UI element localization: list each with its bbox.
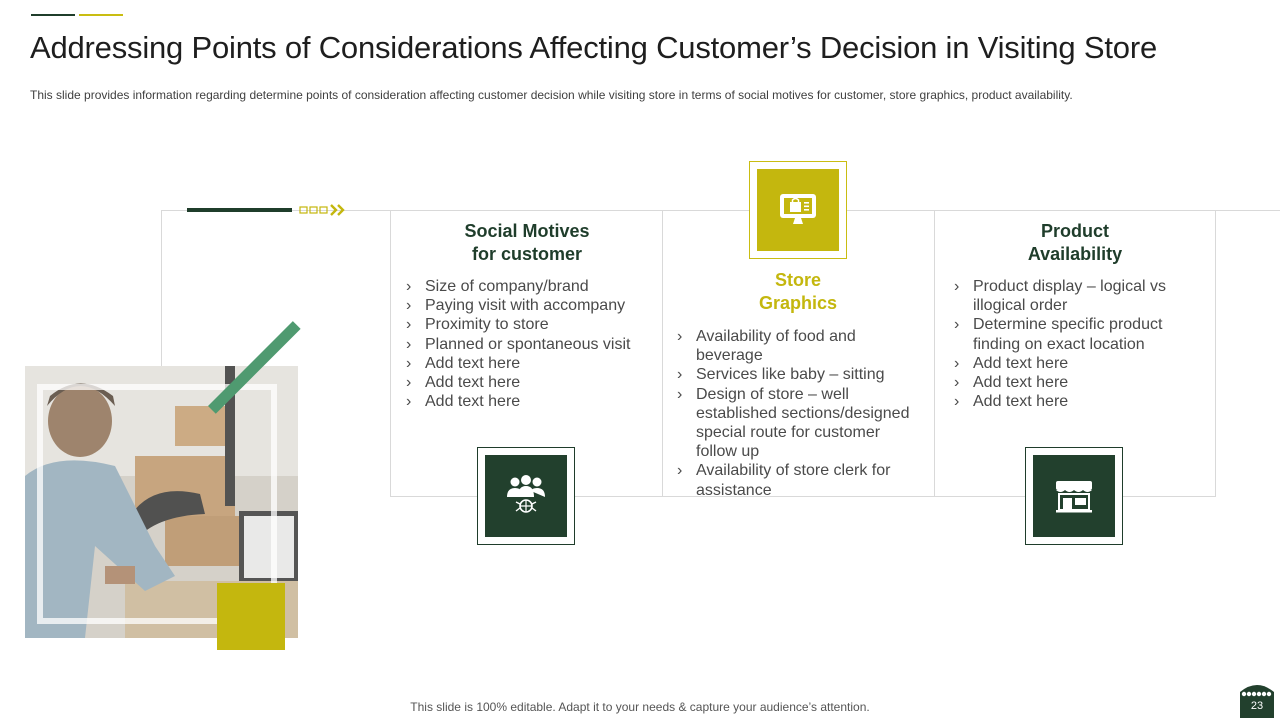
product-availability-list: Product display – logical vs illogical o…: [954, 277, 1194, 412]
left-frame-dark-bar: [187, 208, 292, 212]
page-number-badge: 23: [1238, 680, 1276, 718]
list-item: Planned or spontaneous visit: [406, 335, 656, 354]
people-network-icon: [485, 455, 567, 537]
heading-line: Graphics: [758, 293, 838, 313]
social-motives-heading: Social Motives for customer: [398, 220, 656, 266]
page-number: 23: [1250, 700, 1264, 712]
store-graphics-list: Availability of food and beverage Servic…: [677, 327, 917, 500]
list-item: Design of store – well established secti…: [677, 385, 917, 462]
list-item: Add text here: [406, 354, 656, 373]
list-item: Add text here: [954, 392, 1194, 411]
list-item: Services like baby – sitting: [677, 365, 917, 384]
heading-line: for customer: [471, 244, 583, 264]
list-item: Add text here: [406, 392, 656, 411]
accent-line-dark: [31, 14, 75, 16]
photo-white-frame: [37, 384, 277, 624]
heading-line: Social Motives: [464, 221, 590, 241]
heading-line: Availability: [1027, 244, 1123, 264]
social-motives-list: Size of company/brand Paying visit with …: [406, 277, 656, 412]
slide-subtitle: This slide provides information regardin…: [30, 88, 1073, 102]
storefront-icon: [1033, 455, 1115, 537]
computer-shopping-bag-icon: [757, 169, 839, 251]
list-item: Add text here: [954, 354, 1194, 373]
store-graphics-heading: Store Graphics: [670, 269, 926, 315]
accent-line-olive: [79, 14, 123, 16]
list-item: Determine specific product finding on ex…: [954, 315, 1194, 353]
product-availability-heading: Product Availability: [942, 220, 1208, 266]
right-frame-edge: [1215, 210, 1280, 211]
olive-square: [217, 583, 285, 650]
progress-arrows-icon: [298, 203, 354, 217]
heading-line: Product: [1040, 221, 1109, 241]
list-item: Size of company/brand: [406, 277, 656, 296]
list-item: Proximity to store: [406, 315, 656, 334]
list-item: Add text here: [954, 373, 1194, 392]
product-icon-box: [1025, 447, 1123, 545]
list-item: Availability of store clerk for assistan…: [677, 461, 917, 499]
store-graphics-icon-box: [749, 161, 847, 259]
list-item: Add text here: [406, 373, 656, 392]
list-item: Availability of food and beverage: [677, 327, 917, 365]
footer-note: This slide is 100% editable. Adapt it to…: [410, 700, 870, 714]
social-icon-box: [477, 447, 575, 545]
list-item: Product display – logical vs illogical o…: [954, 277, 1194, 315]
heading-line: Store: [774, 270, 821, 290]
slide-title: Addressing Points of Considerations Affe…: [30, 30, 1157, 65]
list-item: Paying visit with accompany: [406, 296, 656, 315]
